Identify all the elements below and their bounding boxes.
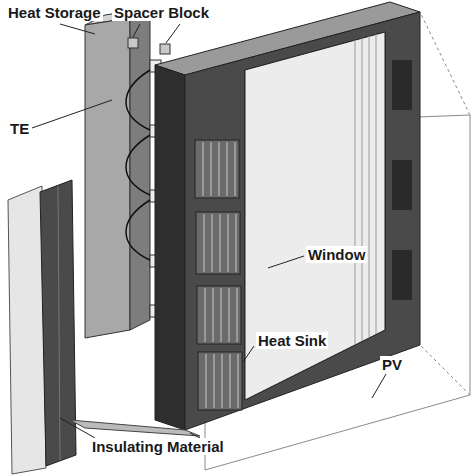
te-wire — [126, 70, 150, 260]
leader-line — [60, 418, 95, 438]
glass-strip — [369, 36, 370, 337]
frame-side — [155, 65, 185, 430]
leader-line — [32, 100, 112, 128]
frame-front — [185, 12, 420, 430]
leader-line — [243, 346, 254, 362]
insulating-plate — [40, 180, 76, 466]
heat-sink-fins — [203, 142, 238, 408]
leader-line — [60, 24, 95, 34]
glass-strip — [376, 34, 377, 334]
plate-edge — [58, 186, 60, 460]
leader-lines — [32, 24, 386, 438]
part-label: Insulating Material — [90, 438, 226, 455]
pv-panel — [185, 12, 470, 470]
heat-sinks — [195, 140, 242, 410]
frame-block — [392, 250, 412, 300]
leader-line — [133, 24, 140, 37]
spacer-block — [128, 38, 138, 48]
part-label: PV — [380, 356, 404, 373]
spacer-block — [160, 44, 170, 54]
leader-line — [166, 24, 180, 43]
window-frame — [155, 2, 420, 430]
glass-strip — [355, 40, 356, 344]
glass-strips — [355, 34, 376, 344]
pv-guide — [420, 12, 470, 115]
pv-guide — [420, 345, 470, 395]
window-glass — [245, 32, 385, 400]
part-label: TE — [8, 120, 31, 137]
glass-strip — [362, 38, 363, 341]
part-label: Heat Sink — [256, 332, 328, 349]
leader-line — [268, 256, 304, 268]
column-side — [130, 8, 150, 330]
leader-line — [372, 374, 386, 398]
part-label: Window — [306, 246, 367, 263]
part-label: Spacer Block — [112, 4, 211, 21]
column-front — [85, 18, 130, 338]
heat-sink — [195, 140, 239, 198]
bottom-plate — [70, 420, 200, 436]
frame-block — [392, 60, 412, 110]
heat-sink — [196, 212, 240, 274]
heat-sink — [198, 352, 242, 410]
part-label: Heat Storage — [6, 4, 103, 21]
heat-sink — [197, 286, 241, 344]
heat-storage — [85, 8, 150, 338]
frame-block — [392, 160, 412, 210]
insulating-plate — [8, 186, 46, 474]
